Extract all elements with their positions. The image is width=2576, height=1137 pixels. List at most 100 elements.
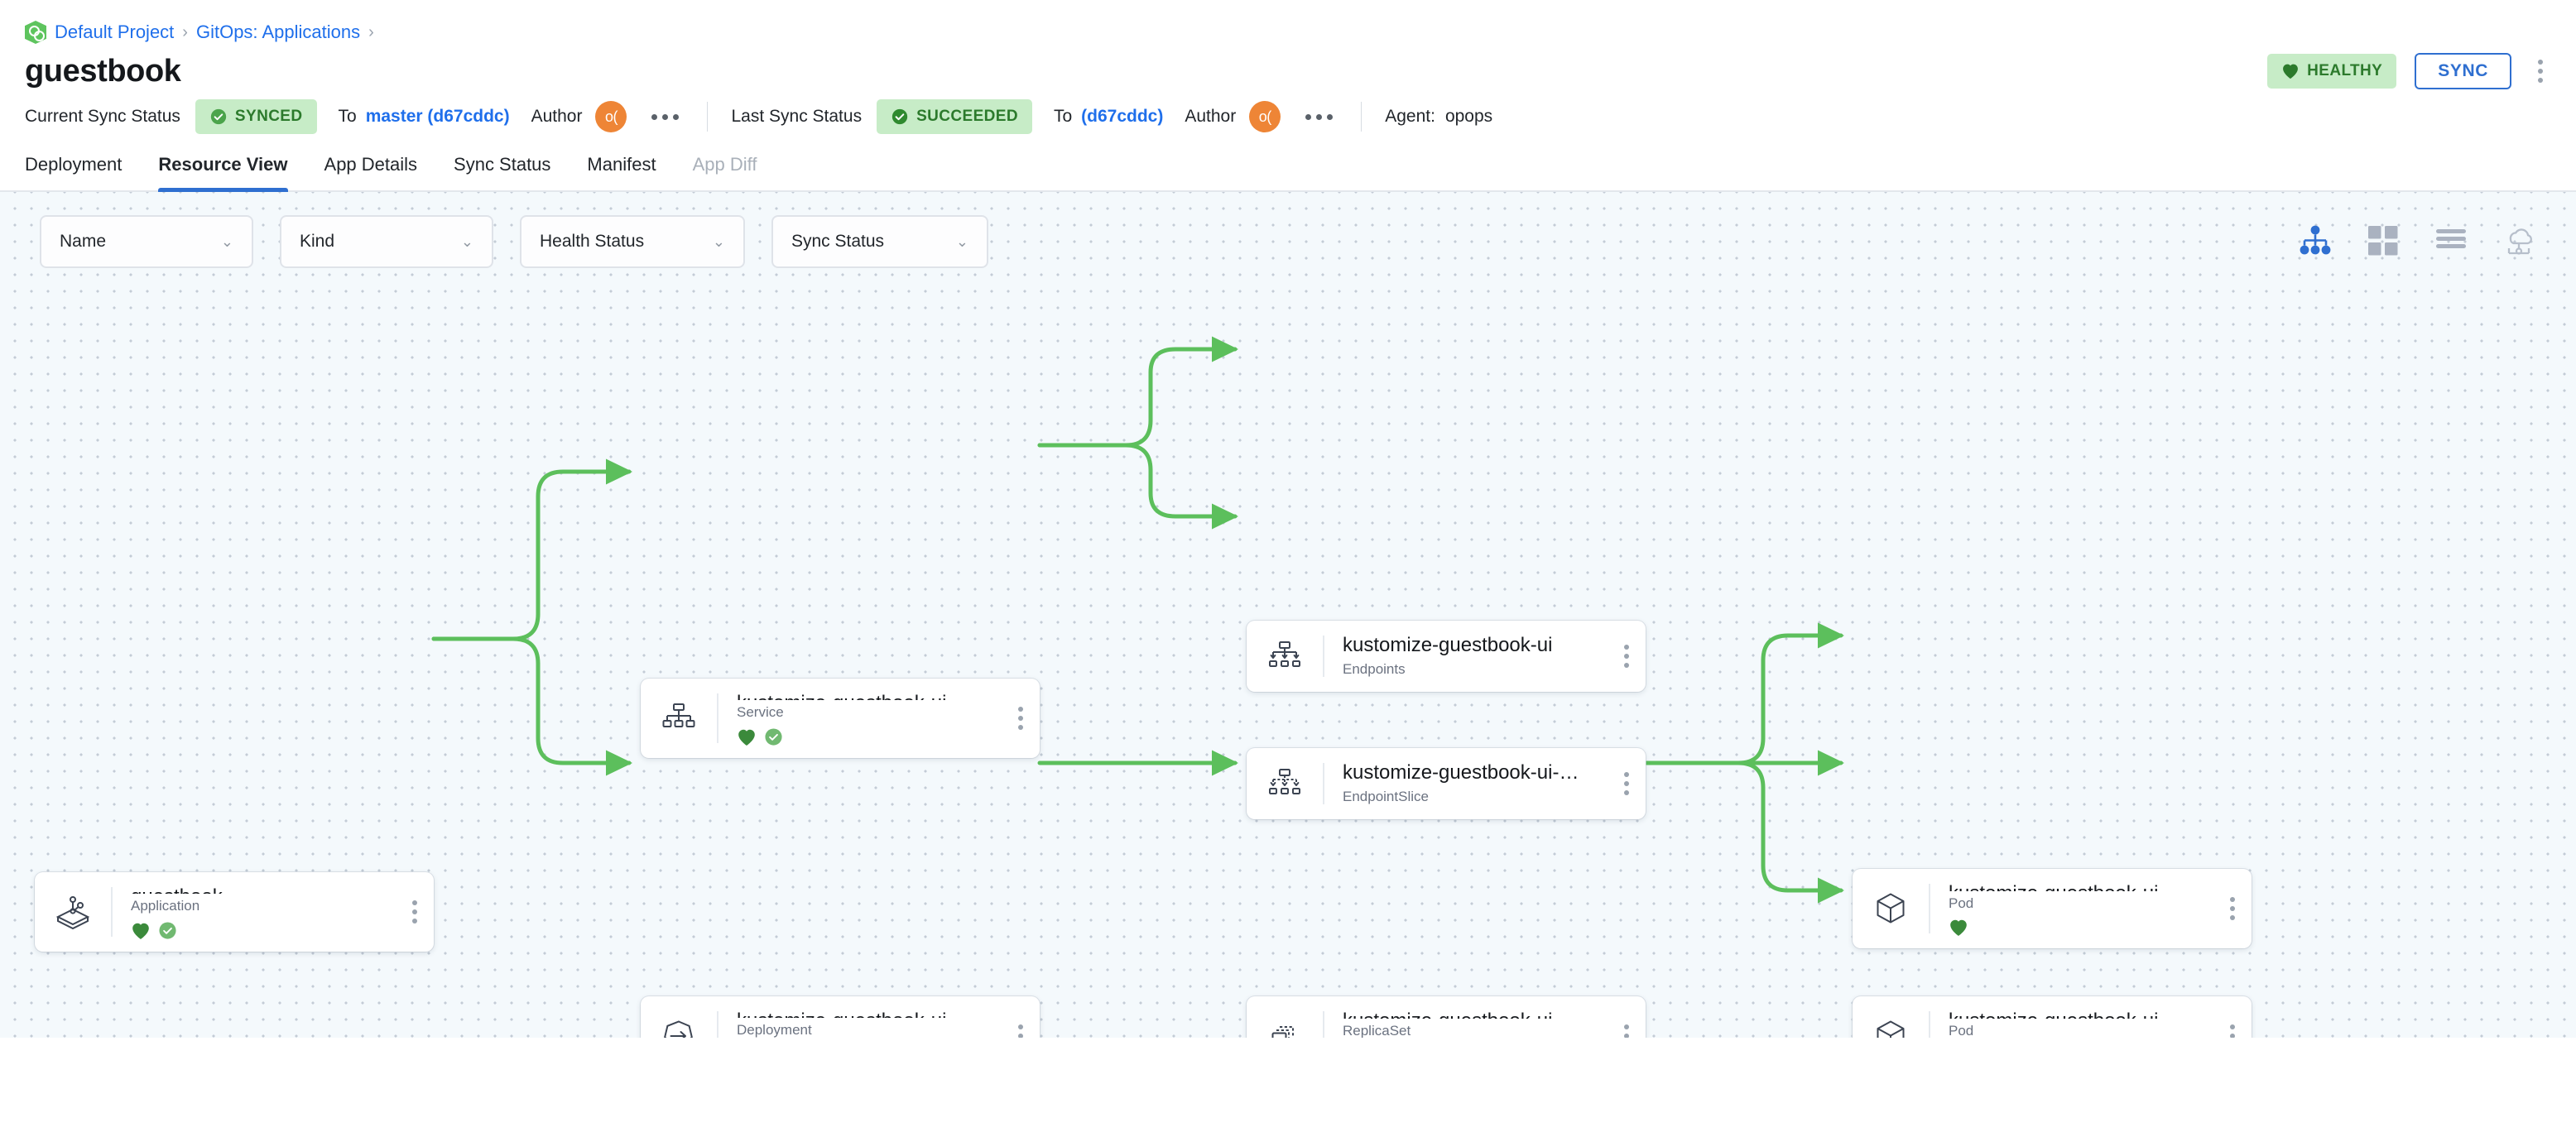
chevron-down-icon: ⌄ xyxy=(712,233,725,250)
heart-icon xyxy=(738,729,755,746)
node-divider xyxy=(1929,1011,1930,1038)
tab-manifest[interactable]: Manifest xyxy=(587,154,656,175)
agent-value: opops xyxy=(1444,107,1493,126)
last-to-label: To xyxy=(1053,107,1073,126)
graph-node-deployment[interactable]: kustomize-guestbook-ui Deployment xyxy=(641,996,1040,1038)
heart-icon xyxy=(2283,64,2299,79)
tab-app-details[interactable]: App Details xyxy=(324,154,418,175)
node-body: kustomize-guestbook-ui Deployment xyxy=(718,996,1002,1038)
filter-name-label: Name xyxy=(60,232,107,251)
chevron-down-icon: ⌄ xyxy=(955,233,968,250)
node-kind: Application xyxy=(131,898,200,914)
pod-icon xyxy=(1853,869,1929,948)
status-strip: Current Sync Status SYNCED To master (d6… xyxy=(0,93,2576,141)
node-divider xyxy=(1323,763,1324,804)
tree-view-icon[interactable] xyxy=(2296,222,2334,260)
chevron-down-icon: ⌄ xyxy=(220,233,233,250)
last-author-avatar[interactable]: o( xyxy=(1249,101,1281,132)
current-revision-link[interactable]: master (d67cddc) xyxy=(365,107,510,126)
tab-sync-status[interactable]: Sync Status xyxy=(454,154,551,175)
node-name: kustomize-guestbook-ui-… xyxy=(1343,1010,1608,1019)
node-more-menu-icon[interactable] xyxy=(2213,996,2252,1038)
node-name: kustomize-guestbook-ui-… xyxy=(1949,882,2213,891)
current-author-label: Author xyxy=(531,107,583,126)
node-kind: Endpoints xyxy=(1343,660,1406,677)
health-status-badge: HEALTHY xyxy=(2267,54,2397,89)
filter-bar: Name ⌄ Kind ⌄ Health Status ⌄ Sync Statu… xyxy=(40,215,988,268)
graph-node-pod-1[interactable]: kustomize-guestbook-ui-… Pod xyxy=(1853,869,2252,948)
filter-health-status-label: Health Status xyxy=(540,232,645,251)
node-body: kustomize-guestbook-ui-… Pod xyxy=(1930,996,2213,1038)
breadcrumb-link-applications[interactable]: GitOps: Applications xyxy=(195,22,361,42)
pod-icon xyxy=(1853,996,1929,1038)
node-name: kustomize-guestbook-ui-… xyxy=(1343,761,1579,784)
tab-resource-view[interactable]: Resource View xyxy=(140,139,305,192)
resource-graph-canvas[interactable]: Name ⌄ Kind ⌄ Health Status ⌄ Sync Statu… xyxy=(0,192,2576,1038)
last-sync-status-text: SUCCEEDED xyxy=(916,108,1018,125)
node-body: guestbook Application xyxy=(113,872,396,952)
node-kind: Pod xyxy=(1949,1023,1974,1038)
filter-health-status[interactable]: Health Status ⌄ xyxy=(520,215,745,268)
node-kind: Service xyxy=(737,704,784,721)
page-header: Default Project › GitOps: Applications ›… xyxy=(0,0,2576,192)
synced-check-icon xyxy=(159,922,176,939)
node-more-menu-icon[interactable] xyxy=(396,872,434,952)
node-badges xyxy=(737,727,1002,746)
network-view-icon[interactable] xyxy=(2500,222,2538,260)
current-sync-status-badge: SYNCED xyxy=(195,99,317,134)
graph-node-service[interactable]: kustomize-guestbook-ui Service xyxy=(641,679,1040,758)
header-actions: HEALTHY SYNC xyxy=(2267,53,2551,89)
graph-node-endpoints[interactable]: kustomize-guestbook-ui Endpoints xyxy=(1247,621,1646,692)
last-revision-link[interactable]: (d67cddc) xyxy=(1081,107,1164,126)
node-divider xyxy=(717,1011,718,1038)
tab-bar: Deployment Resource View App Details Syn… xyxy=(0,141,2576,192)
breadcrumb-link-project[interactable]: Default Project xyxy=(55,22,175,42)
node-kind: EndpointSlice xyxy=(1343,788,1429,804)
chevron-down-icon: ⌄ xyxy=(460,233,473,250)
grid-view-icon[interactable] xyxy=(2364,222,2402,260)
synced-check-icon xyxy=(765,728,782,746)
graph-node-endpointslice[interactable]: kustomize-guestbook-ui-… EndpointSlice xyxy=(1247,748,1646,819)
node-more-menu-icon[interactable] xyxy=(1608,748,1646,819)
node-divider xyxy=(1323,1011,1324,1038)
node-name: kustomize-guestbook-ui xyxy=(737,692,1002,700)
header-more-menu-icon[interactable] xyxy=(2530,56,2551,86)
filter-name[interactable]: Name ⌄ xyxy=(40,215,253,268)
current-author-avatar[interactable]: o( xyxy=(595,101,627,132)
graph-node-application[interactable]: guestbook Application xyxy=(35,872,434,952)
last-sync-more-icon[interactable] xyxy=(1300,109,1338,125)
node-more-menu-icon[interactable] xyxy=(1002,679,1040,758)
node-kind: Pod xyxy=(1949,895,1974,912)
node-badges xyxy=(1949,919,2213,937)
current-sync-status-text: SYNCED xyxy=(234,108,303,125)
node-kind: ReplicaSet xyxy=(1343,1023,1411,1038)
node-body: kustomize-guestbook-ui-… EndpointSlice xyxy=(1324,748,1608,819)
sync-button[interactable]: SYNC xyxy=(2415,53,2511,89)
node-name: kustomize-guestbook-ui-… xyxy=(1949,1010,2213,1019)
filter-kind[interactable]: Kind ⌄ xyxy=(280,215,493,268)
last-sync-status-label: Last Sync Status xyxy=(731,107,863,126)
current-sync-status-label: Current Sync Status xyxy=(25,107,180,126)
application-icon xyxy=(35,872,111,952)
node-divider xyxy=(1323,636,1324,677)
node-more-menu-icon[interactable] xyxy=(1608,621,1646,692)
node-body: kustomize-guestbook-ui Endpoints xyxy=(1324,621,1608,692)
node-more-menu-icon[interactable] xyxy=(1002,996,1040,1038)
node-more-menu-icon[interactable] xyxy=(2213,869,2252,948)
heart-icon xyxy=(1950,919,1967,936)
current-sync-more-icon[interactable] xyxy=(646,109,684,125)
node-divider xyxy=(111,887,113,937)
check-circle-icon xyxy=(892,108,908,125)
node-body: kustomize-guestbook-ui-… Pod xyxy=(1930,869,2213,948)
filter-sync-status[interactable]: Sync Status ⌄ xyxy=(771,215,988,268)
agent-label: Agent: xyxy=(1385,107,1435,126)
replicaset-icon xyxy=(1247,996,1323,1038)
health-status-text: HEALTHY xyxy=(2307,62,2383,79)
service-icon xyxy=(641,679,717,758)
list-view-icon[interactable] xyxy=(2432,222,2470,260)
tab-deployment[interactable]: Deployment xyxy=(25,154,123,175)
graph-node-pod-2[interactable]: kustomize-guestbook-ui-… Pod xyxy=(1853,996,2252,1038)
graph-node-replicaset[interactable]: kustomize-guestbook-ui-… ReplicaSet xyxy=(1247,996,1646,1038)
node-kind: Deployment xyxy=(737,1022,812,1038)
node-more-menu-icon[interactable] xyxy=(1608,996,1646,1038)
